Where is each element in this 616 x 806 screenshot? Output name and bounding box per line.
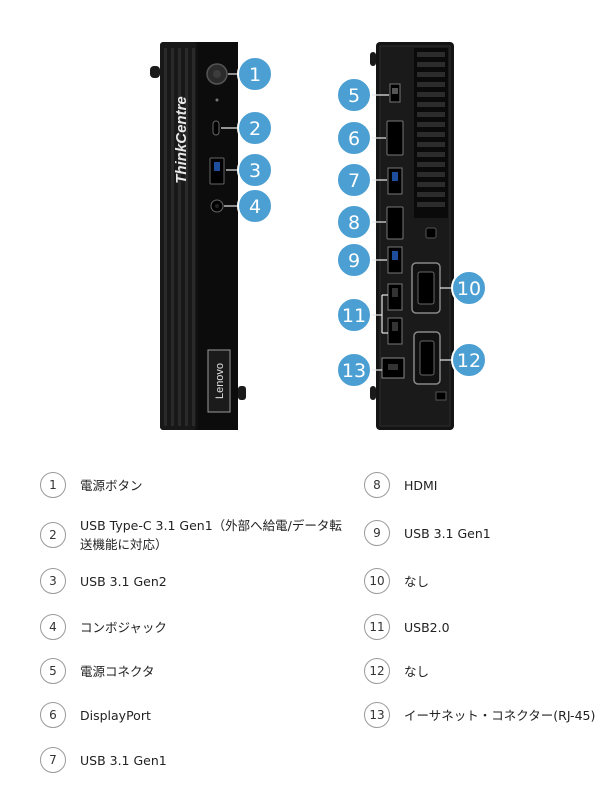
- legend-number: 4: [40, 614, 66, 640]
- legend-label: 電源コネクタ: [80, 663, 155, 679]
- legend-item: 11 USB2.0: [364, 614, 450, 640]
- svg-text:2: 2: [249, 118, 261, 140]
- svg-text:6: 6: [348, 128, 360, 150]
- hdmi-port: [386, 206, 404, 240]
- legend-number: 9: [364, 520, 390, 546]
- svg-text:11: 11: [342, 305, 366, 327]
- legend-item: 5 電源コネクタ: [40, 658, 155, 684]
- legend-label: HDMI: [404, 477, 438, 493]
- legend-item: 8 HDMI: [364, 472, 438, 498]
- rear-view: [370, 42, 454, 430]
- svg-text:4: 4: [249, 196, 261, 218]
- legend-number: 5: [40, 658, 66, 684]
- callout-8: 8: [336, 204, 372, 240]
- legend-item: 3 USB 3.1 Gen2: [40, 568, 167, 594]
- legend-label: USB 3.1 Gen1: [80, 752, 167, 768]
- displayport: [386, 120, 404, 156]
- lenovo-logo: Lenovo: [214, 363, 226, 399]
- vent-slot: [417, 82, 445, 87]
- legend-number: 12: [364, 658, 390, 684]
- vent-slot: [417, 132, 445, 137]
- security-lock-slot: [425, 227, 437, 239]
- vent-slot: [417, 72, 445, 77]
- legend-label: 電源ボタン: [80, 477, 143, 493]
- vent-slot: [417, 62, 445, 67]
- callout-12: 12: [451, 342, 487, 378]
- callout-3: 3: [237, 152, 273, 188]
- callout-9: 9: [336, 242, 372, 278]
- legend-label: なし: [404, 573, 430, 589]
- legend-number: 7: [40, 747, 66, 773]
- legend-number: 6: [40, 702, 66, 728]
- callout-5: 5: [336, 77, 372, 113]
- vent-slot: [417, 52, 445, 57]
- usb-c-port-front: [212, 120, 220, 136]
- legend-item: 7 USB 3.1 Gen1: [40, 747, 167, 773]
- legend-number: 2: [40, 522, 66, 548]
- legend-label: イーサネット・コネクター(RJ-45): [404, 707, 596, 723]
- legend-number: 13: [364, 702, 390, 728]
- legend-number: 8: [364, 472, 390, 498]
- svg-text:7: 7: [348, 170, 360, 192]
- legend-number: 10: [364, 568, 390, 594]
- legend-number: 3: [40, 568, 66, 594]
- svg-text:9: 9: [348, 250, 360, 272]
- svg-text:1: 1: [249, 64, 261, 86]
- callout-6: 6: [336, 120, 372, 156]
- vent-slot: [417, 142, 445, 147]
- front-view: ThinkCentre Lenovo: [150, 42, 246, 430]
- callout-2: 2: [237, 110, 273, 146]
- callout-7: 7: [336, 162, 372, 198]
- legend-item: 4 コンボジャック: [40, 614, 167, 640]
- vent-slot: [417, 192, 445, 197]
- vent-slot: [417, 182, 445, 187]
- callout-11: 11: [336, 297, 372, 333]
- vent-slot: [417, 92, 445, 97]
- legend-item: 9 USB 3.1 Gen1: [364, 520, 491, 546]
- vent-slot: [417, 152, 445, 157]
- legend-number: 11: [364, 614, 390, 640]
- callout-13: 13: [336, 352, 372, 388]
- legend-item: 12 なし: [364, 658, 429, 684]
- pc-illustration: ThinkCentre Lenovo: [150, 42, 487, 430]
- product-figure: ThinkCentre Lenovo: [150, 42, 487, 430]
- legend-label: USB 3.1 Gen1: [404, 525, 491, 541]
- legend-label: USB 3.1 Gen2: [80, 573, 167, 589]
- legend-label: なし: [404, 663, 430, 679]
- svg-text:13: 13: [342, 360, 366, 382]
- legend-label: USB Type-C 3.1 Gen1（外部へ給電/データ転 送機能に対応）: [80, 518, 342, 552]
- legend-item: 2 USB Type-C 3.1 Gen1（外部へ給電/データ転 送機能に対応）: [40, 516, 350, 554]
- vent-slot: [417, 122, 445, 127]
- legend-label: USB2.0: [404, 619, 450, 635]
- legend-number: 1: [40, 472, 66, 498]
- legend-item: 13 イーサネット・コネクター(RJ-45): [364, 702, 595, 728]
- vent-slot: [417, 172, 445, 177]
- callout-1: 1: [237, 56, 273, 92]
- svg-text:5: 5: [348, 85, 360, 107]
- vent-slot: [417, 112, 445, 117]
- svg-text:12: 12: [457, 350, 481, 372]
- vent-slot: [417, 162, 445, 167]
- vent-slot: [417, 102, 445, 107]
- legend-item: 6 DisplayPort: [40, 702, 151, 728]
- svg-text:3: 3: [249, 160, 261, 182]
- legend-item: 1 電源ボタン: [40, 472, 143, 498]
- vent-slot: [417, 202, 445, 207]
- legend-item: 10 なし: [364, 568, 429, 594]
- callout-markers: 1 2 3 4 5 6 7 8 9 10 11 12 13: [237, 56, 487, 388]
- callout-4: 4: [237, 188, 273, 224]
- svg-text:8: 8: [348, 212, 360, 234]
- svg-text:10: 10: [457, 278, 481, 300]
- legend-label: DisplayPort: [80, 707, 151, 723]
- thinkcentre-logo: ThinkCentre: [173, 96, 190, 184]
- callout-10: 10: [451, 270, 487, 306]
- legend-label: コンボジャック: [80, 619, 167, 635]
